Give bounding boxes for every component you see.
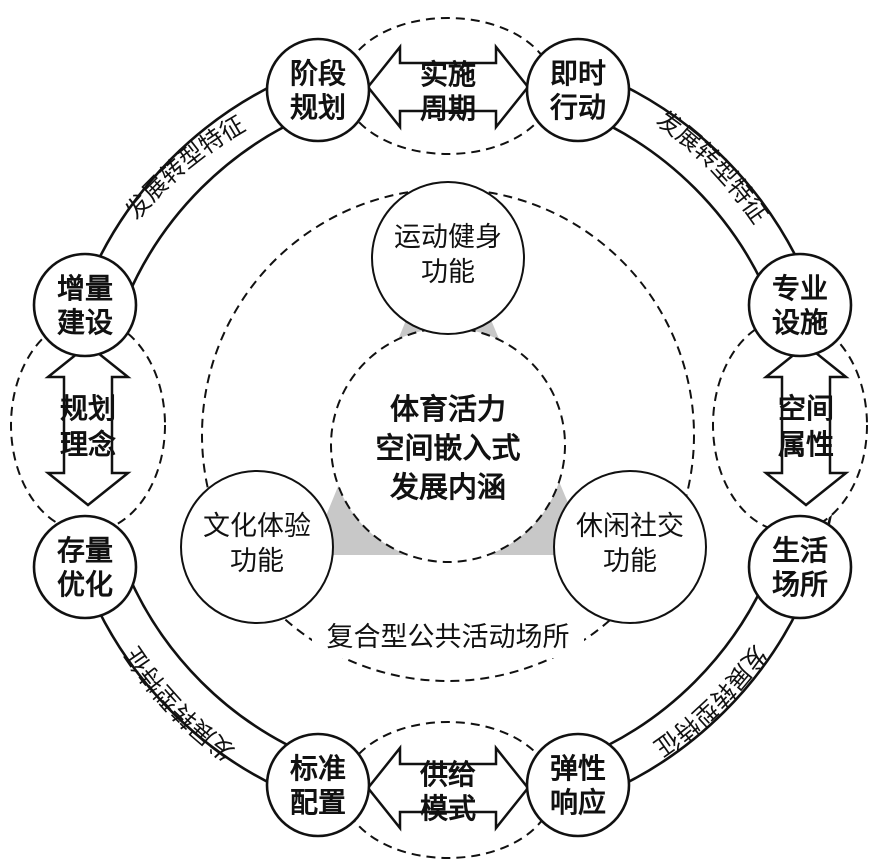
function-top-line-1: 运动健身 [394, 222, 502, 253]
node-right-bottom [747, 514, 853, 620]
node-bottom-left-line-1: 标准 [290, 752, 346, 785]
node-left-top-line-2: 建设 [57, 306, 113, 339]
node-bottom-left-line-2: 配置 [290, 786, 346, 819]
left-double-arrow [44, 343, 132, 507]
band-label-bottom-left: 发展转型特征 [119, 642, 240, 766]
node-bottom-right-line-2: 响应 [550, 786, 606, 819]
function-top-line-2: 功能 [421, 257, 475, 288]
center-text: 体育活力 空间嵌入式 发展内涵 [375, 392, 520, 504]
band-label-top-left: 发展转型特征 [120, 110, 250, 225]
top-arrow-line-2: 周期 [420, 92, 476, 125]
node-top-left-line-1: 阶段 [290, 57, 346, 90]
node-right-bottom-line-2: 场所 [772, 568, 828, 601]
node-top-left [265, 37, 371, 143]
left-arrow-line-2: 理念 [60, 428, 116, 461]
function-circle-left [180, 470, 334, 624]
function-right-line-1: 休闲社交 [576, 511, 684, 542]
node-bottom-left [265, 732, 371, 838]
function-circle-top [371, 181, 525, 335]
node-left-top [32, 252, 138, 358]
function-circle-right [553, 470, 707, 624]
node-left-bottom [32, 514, 138, 620]
node-top-right [525, 37, 631, 143]
node-top-left-line-2: 规划 [290, 91, 346, 124]
outer-node-circles [32, 37, 853, 838]
node-left-bottom-line-2: 优化 [57, 568, 113, 601]
node-right-top-line-1: 专业 [772, 272, 828, 305]
node-left-top-line-1: 增量 [57, 272, 113, 305]
node-left-bottom-line-1: 存量 [57, 534, 113, 567]
inner-ring-label: 复合型公共活动场所 [327, 622, 570, 653]
function-left-line-1: 文化体验 [203, 511, 311, 542]
function-right-line-2: 功能 [603, 546, 657, 577]
node-bottom-right-line-1: 弹性 [550, 752, 606, 785]
left-arrow-line-1: 规划 [60, 392, 116, 425]
double-arrows [44, 43, 850, 832]
node-right-bottom-line-1: 生活 [772, 534, 828, 567]
top-arrow-line-1: 实施 [420, 58, 476, 91]
center-line-1: 体育活力 [390, 392, 506, 426]
node-top-right-line-1: 即时 [550, 57, 606, 90]
node-top-right-line-2: 行动 [549, 91, 606, 124]
arrow-labels: 实施 周期 供给 模式 规划 理念 空间 属性 [60, 58, 834, 825]
function-labels: 运动健身 功能 文化体验 功能 休闲社交 功能 [203, 222, 684, 577]
node-right-top [747, 252, 853, 358]
function-circles [180, 181, 707, 624]
right-double-arrow [762, 343, 850, 507]
function-left-line-2: 功能 [230, 546, 284, 577]
band-label-bottom-right: 发展转型特征 [649, 640, 772, 762]
center-circle [330, 327, 566, 563]
node-bottom-right [525, 732, 631, 838]
center-line-2: 空间嵌入式 [375, 431, 520, 465]
outer-node-labels: 阶段 规划 即时 行动 专业 设施 生活 场所 弹性 响应 标准 配置 存量 优… [57, 57, 828, 819]
center-line-3: 发展内涵 [389, 470, 506, 504]
bottom-arrow-line-2: 模式 [420, 792, 476, 825]
right-arrow-line-1: 空间 [778, 392, 834, 425]
right-arrow-line-2: 属性 [778, 428, 834, 461]
bottom-arrow-line-1: 供给 [419, 758, 476, 791]
node-right-top-line-2: 设施 [772, 306, 828, 339]
